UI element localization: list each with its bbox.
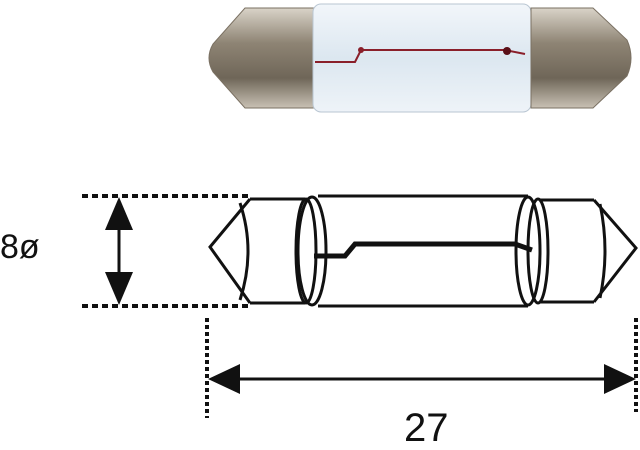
bulb-photo: [208, 3, 632, 113]
right-cap: [530, 7, 632, 109]
length-label: 27: [404, 406, 449, 450]
left-cap: [208, 7, 316, 109]
diameter-label: 8ø: [0, 228, 40, 266]
